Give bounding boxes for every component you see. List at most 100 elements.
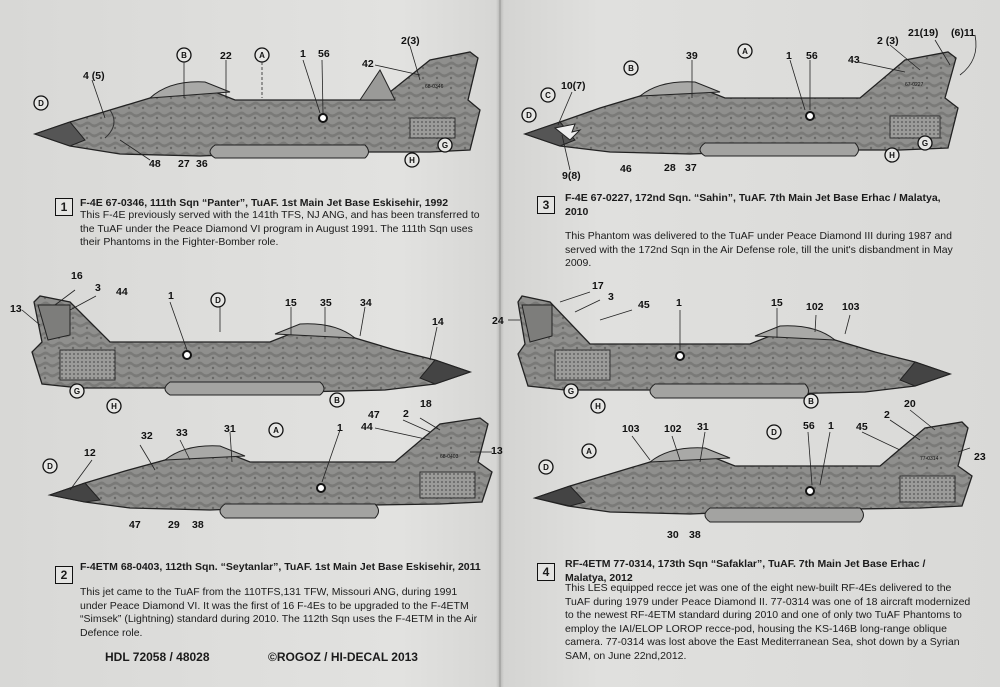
callout: 15 xyxy=(285,297,297,309)
callout: 46 xyxy=(620,163,632,175)
svg-text:H: H xyxy=(889,151,895,160)
profile-2-description: This jet came to the TuAF from the 110TF… xyxy=(80,586,478,639)
svg-text:B: B xyxy=(334,396,340,405)
svg-text:67-0227: 67-0227 xyxy=(905,82,924,88)
callout: 103 xyxy=(622,423,640,435)
callout: 36 xyxy=(196,158,208,170)
svg-text:H: H xyxy=(111,402,117,411)
profile-4-aircraft-right xyxy=(517,295,953,399)
callout: 2 (3) xyxy=(877,35,899,47)
svg-text:68-0403: 68-0403 xyxy=(440,454,459,460)
svg-text:G: G xyxy=(442,141,448,150)
callout: 13 xyxy=(10,303,22,315)
callout: 1 xyxy=(337,422,343,434)
page-fold xyxy=(498,0,502,687)
callout: 4 (5) xyxy=(83,70,105,82)
svg-text:G: G xyxy=(74,387,80,396)
callout: 1 xyxy=(168,290,174,302)
callout: 43 xyxy=(848,54,860,66)
callout: 32 xyxy=(141,430,153,442)
svg-text:H: H xyxy=(595,402,601,411)
callout: 42 xyxy=(362,58,374,70)
callout: 1 xyxy=(676,297,682,309)
callout: 1 xyxy=(828,420,834,432)
callout: 56 xyxy=(806,50,818,62)
callout: 35 xyxy=(320,297,332,309)
callout: 9(8) xyxy=(562,170,581,182)
svg-text:G: G xyxy=(922,139,928,148)
callout: 102 xyxy=(806,301,824,313)
profile-4-description: This LES equipped recce jet was one of t… xyxy=(565,582,971,662)
callout: 21(19) xyxy=(908,27,939,39)
callout: 1 xyxy=(300,48,306,60)
callout: 2 xyxy=(403,408,409,420)
profile-2-aircraft-right xyxy=(31,295,473,396)
callout: 102 xyxy=(664,423,682,435)
svg-text:D: D xyxy=(47,462,53,471)
svg-text:C: C xyxy=(545,91,551,100)
product-code: HDL 72058 / 48028 xyxy=(105,650,210,664)
callout: 14 xyxy=(432,316,444,328)
callout: 27 xyxy=(178,158,190,170)
callout: 31 xyxy=(697,421,709,433)
profile-number-1: 1 xyxy=(55,198,73,216)
callout: 45 xyxy=(856,421,868,433)
callout: 47 xyxy=(368,409,380,421)
callout: 38 xyxy=(192,519,204,531)
callout: 12 xyxy=(84,447,96,459)
callout: 13 xyxy=(491,445,503,457)
callout: 17 xyxy=(592,280,604,292)
profile-number-3: 3 xyxy=(537,196,555,214)
callout: 47 xyxy=(129,519,141,531)
callout: 29 xyxy=(168,519,180,531)
svg-text:D: D xyxy=(215,296,221,305)
callout: 2 xyxy=(884,409,890,421)
profile-number-4: 4 xyxy=(537,563,555,581)
callout: 103 xyxy=(842,301,860,313)
callout: 20 xyxy=(904,398,916,410)
callout: 44 xyxy=(361,421,373,433)
profile-1-description: This F-4E previously served with the 141… xyxy=(80,209,480,248)
callout: 28 xyxy=(664,162,676,174)
svg-text:A: A xyxy=(586,447,592,456)
profile-1-heading: F-4E 67-0346, 111th Sqn “Panter”, TuAF. … xyxy=(80,197,449,209)
svg-text:D: D xyxy=(543,463,549,472)
callout: (6)11 xyxy=(951,27,975,39)
svg-text:A: A xyxy=(259,51,265,60)
svg-text:68-0346: 68-0346 xyxy=(425,84,444,90)
svg-text:B: B xyxy=(808,397,814,406)
callout: 3 xyxy=(95,282,101,294)
callout: 15 xyxy=(771,297,783,309)
callout: 10(7) xyxy=(561,80,586,92)
callout: 56 xyxy=(318,48,330,60)
svg-text:G: G xyxy=(568,387,574,396)
profile-4-heading: RF-4ETM 77-0314, 173th Sqn “Safaklar”, T… xyxy=(565,558,926,584)
profile-4-aircraft-left: 77-0314 xyxy=(532,421,973,523)
svg-text:A: A xyxy=(742,47,748,56)
callout: 34 xyxy=(360,297,372,309)
callout: 22 xyxy=(220,50,232,62)
profile-3-description: This Phantom was delivered to the TuAF u… xyxy=(565,230,953,269)
callout: 16 xyxy=(71,270,83,282)
callout: 39 xyxy=(686,50,698,62)
copyright: ©ROGOZ / HI-DECAL 2013 xyxy=(268,650,418,664)
callout: 2(3) xyxy=(401,35,420,47)
profile-1-aircraft: 68-0346 xyxy=(32,51,481,159)
callout: 45 xyxy=(638,299,650,311)
callout: 38 xyxy=(689,529,701,541)
callout: 37 xyxy=(685,162,697,174)
svg-text:D: D xyxy=(38,99,44,108)
profile-number-2: 2 xyxy=(55,566,73,584)
callout: 48 xyxy=(149,158,161,170)
svg-text:B: B xyxy=(181,51,187,60)
callout: 33 xyxy=(176,427,188,439)
svg-text:H: H xyxy=(409,156,415,165)
callout: 18 xyxy=(420,398,432,410)
svg-text:77-0314: 77-0314 xyxy=(920,456,939,462)
callout: 24 xyxy=(492,315,504,327)
callout: 44 xyxy=(116,286,128,298)
callout: 1 xyxy=(786,50,792,62)
svg-text:B: B xyxy=(628,64,634,73)
callout: 56 xyxy=(803,420,815,432)
